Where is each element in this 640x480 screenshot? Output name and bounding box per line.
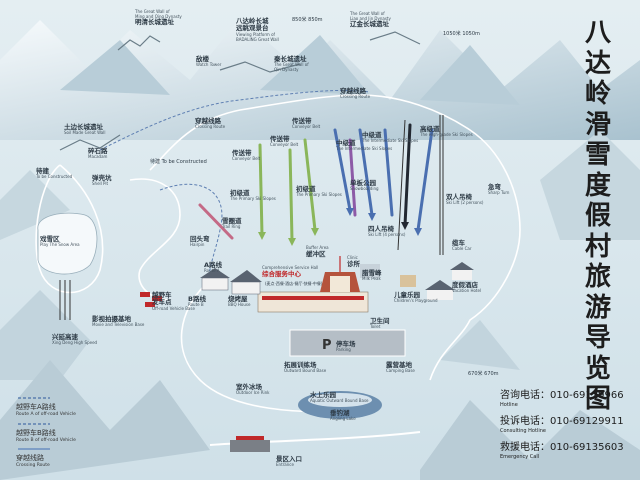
label-elev-850: 850米 850m <box>292 17 323 23</box>
label-offroad-base: 越野车 发车点 Off-road Vehicle Base <box>152 291 195 311</box>
title-char: 村 <box>584 231 611 262</box>
label-conveyor-3: 传送带 Conveyor Belt <box>292 117 321 130</box>
label-advanced: 高级道 The High-grade Ski Slopes <box>420 125 473 138</box>
title-char: 达 <box>584 48 611 79</box>
title-char: 雪 <box>584 140 611 170</box>
label-crossing-left: 穿越线路 Crossing Route <box>195 117 226 130</box>
ski-lifts <box>397 115 444 255</box>
label-primary-2: 初级道 The Primary Ski Slopes <box>296 185 342 198</box>
label-elev-670: 670米 670m <box>468 371 499 377</box>
label-liao-jin-wall: The Great Wall of Liao and Jin Dynasty 辽… <box>350 11 391 29</box>
label-high-speed: 兴延高速 Xing Deng High Speed <box>52 333 98 346</box>
label-childrens-playground: 儿童乐园 Children's Playground <box>394 291 438 304</box>
parking-lot <box>289 329 406 357</box>
label-ice-rink: 室外冰场 Outdoor Ice Rink <box>236 383 270 396</box>
label-ski-lift-4: 四人吊椅 Ski Lift (4 persons) <box>368 225 406 238</box>
label-watchtower: 敌楼 Watch Tower <box>196 55 222 68</box>
label-macadam: 碎石路 Macadam <box>88 147 108 160</box>
fishing-lake <box>298 391 382 419</box>
label-cable-car: 缆车 Cable Car <box>452 239 472 252</box>
title-char: 八 <box>584 18 611 48</box>
houses <box>200 262 474 300</box>
label-route-b: B路线 Route B <box>188 295 206 308</box>
label-camping-base: 露营基地 Camping Base <box>386 361 415 374</box>
label-badaling-viewing: 八达岭长城 远眺观景台 Viewing Platform of BADALING… <box>236 17 279 42</box>
label-toilet: 卫生间 Toilet <box>370 317 390 330</box>
title-char: 游 <box>584 292 611 323</box>
legend-crossing: 穿越线路 Crossing Route <box>16 454 50 468</box>
legend-route-a: 越野车A路线 Route A of off-road Vehicle <box>16 403 76 417</box>
label-hairpin: 回头弯 Hairpin <box>190 235 210 248</box>
label-ming-qing-wall: The Great Wall of Ming and Qing Dynasty … <box>135 9 182 27</box>
label-primary-1: 初级道 The Primary Ski Slopes <box>230 189 276 202</box>
label-water-base: 水上乐园 Aquatic Outward Bound Base <box>310 391 369 404</box>
label-crossing-top: 穿越线路 Crossing Route <box>340 87 371 100</box>
label-parking: 停车场 Parking <box>336 340 356 353</box>
label-sharp-turn: 急弯 Sharp Turn <box>488 183 510 196</box>
label-bbq: 烧烤屋 BBQ House <box>228 295 251 308</box>
label-intermediate-1: 中级道 The Intermediate Ski Slopes <box>336 139 393 152</box>
label-service-center: Comprehensive Service Hall 综合服务中心 <box>262 265 319 278</box>
title-char: 度 <box>584 170 611 201</box>
contact-complaint: 投诉电话：010-69129911 Consulting Hotline <box>500 416 624 434</box>
label-route-a: A路线 Route A <box>204 261 223 274</box>
label-entrance: 景区入口 Entrance <box>276 455 302 468</box>
entrance-gate <box>230 436 270 452</box>
service-center-building <box>257 256 369 313</box>
title-char: 假 <box>584 201 611 231</box>
ski-slopes <box>198 123 434 242</box>
label-buffer-area: Buffer Area 缓冲区 <box>306 245 329 258</box>
label-outward-base: 拓展训练场 Outward Bound Base <box>284 361 327 374</box>
title-char: 导 <box>584 323 611 353</box>
label-fishing-lake: 垂钓湖 Angling Lake <box>330 409 356 422</box>
contact-hotline: 咨询电话：010-69129966 Hotline <box>500 390 624 408</box>
label-snow-area: 戏雪区 Play The Snow Area <box>40 235 80 248</box>
label-qin-wall: 秦长城遗址 The Great Wall of Qin Dynasty <box>274 55 309 73</box>
label-trail-ring: 雪圈道 Trail Ring <box>222 217 242 230</box>
mountain-range <box>0 18 640 480</box>
label-dining: (麦点·西餐·酒店·餐厅·快餐·中餐) <box>265 281 323 286</box>
label-hotel: 度假酒店 Vacation Hotel <box>452 281 482 294</box>
title-char: 岭 <box>584 79 611 109</box>
contact-emergency: 救援电话：010-69135603 Emergency Call <box>500 442 624 460</box>
legend-lines <box>18 397 50 450</box>
label-ski-lift-2: 双人吊椅 Ski Lift (2 persons) <box>446 193 484 206</box>
label-intermediate-2: 中级道 The Intermediate Ski Slopes <box>362 131 419 144</box>
parking-icon: P <box>322 338 332 353</box>
label-shell-pit: 弹壳坑 Shell Pit <box>92 174 112 187</box>
label-elev-1050: 1050米 1050m <box>443 31 480 37</box>
title-char: 旅 <box>584 262 611 292</box>
label-to-construction: 待建 To be Constructed <box>36 167 73 180</box>
offroad-vehicles <box>140 292 162 307</box>
great-wall-lines <box>59 31 421 151</box>
label-milk-peak: 腊雪峰 Milk Peak <box>362 269 382 282</box>
snow-play-area <box>37 212 98 320</box>
label-conveyor-2: 传送带 Conveyor Belt <box>270 135 299 148</box>
label-snowboarding: 单板公园 Snowboarding <box>350 179 379 192</box>
label-soil-wall: 土边长城遗址 Soil Made Great Wall <box>64 123 106 136</box>
label-conveyor-1: 传送带 Conveyor Belt <box>232 149 261 162</box>
title-char: 览 <box>584 353 611 384</box>
label-movie-base: 影视拍摄基地 Movie and Television Base <box>92 315 145 328</box>
slope-arrows <box>258 208 422 246</box>
label-to-construction-2: 待建 To be Constructed <box>150 159 207 165</box>
legend-route-b: 越野车B路线 Route B of off-road Vehicle <box>16 429 76 443</box>
title-char: 滑 <box>584 109 611 140</box>
crossing-routes <box>35 94 521 413</box>
label-clinic: Clinic 诊所 <box>347 255 360 268</box>
map-title: 八达岭滑雪度假村旅游导览图 <box>578 18 618 415</box>
title-char: 图 <box>584 384 611 414</box>
